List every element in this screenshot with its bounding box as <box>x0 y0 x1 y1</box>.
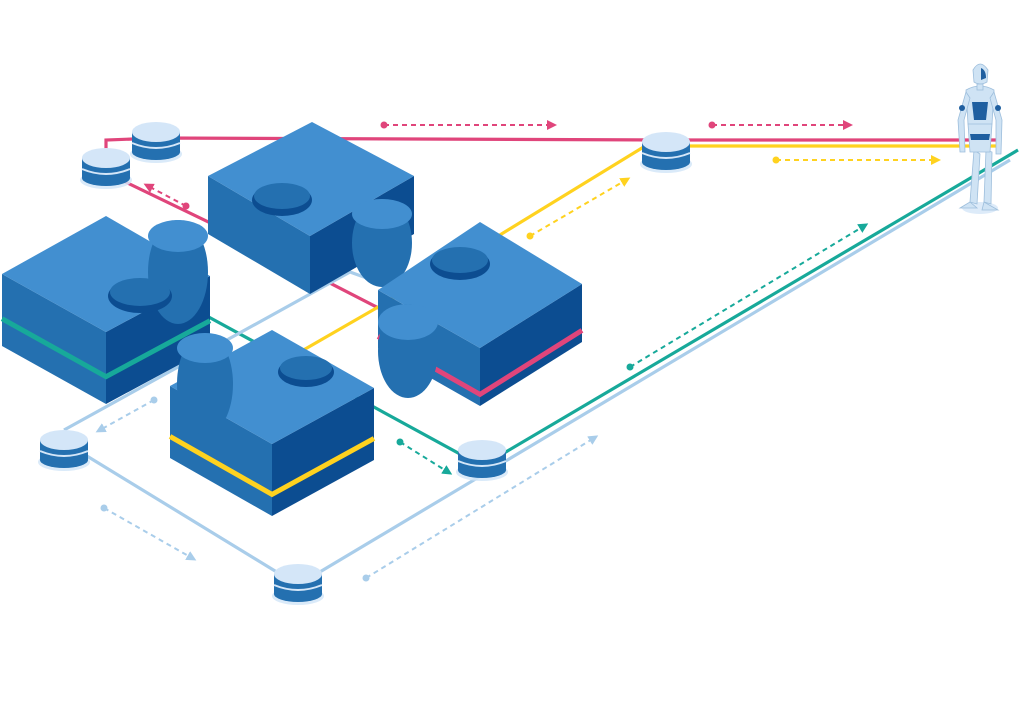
puzzle-pieces <box>0 122 584 516</box>
light-arrow-origin-dot <box>150 396 158 404</box>
yellow-arrow-origin-dot <box>526 232 534 240</box>
puzzle-piece-icon <box>0 216 212 404</box>
teal-direction-arrow-icon <box>629 223 869 368</box>
database-node-icon <box>80 148 132 189</box>
direction-arrows <box>95 120 941 582</box>
data-nodes <box>38 122 692 605</box>
teal-direction-arrow-icon <box>399 441 453 475</box>
pink-connection-line <box>104 136 1000 160</box>
database-node-icon <box>640 132 692 173</box>
light-direction-arrow-icon <box>103 507 197 561</box>
light-arrow-origin-dot <box>362 574 370 582</box>
database-node-icon <box>456 440 508 481</box>
light-direction-arrow-icon <box>95 399 155 433</box>
pink-direction-arrow-icon <box>143 183 187 207</box>
light-arrow-origin-dot <box>100 504 108 512</box>
puzzle-piece-icon <box>208 122 414 294</box>
database-node-icon <box>272 564 324 605</box>
database-node-icon <box>38 430 90 471</box>
puzzle-piece-icon <box>168 330 376 516</box>
yellow-direction-arrow-icon <box>529 177 631 237</box>
puzzle-piece-icon <box>376 222 584 406</box>
pink-arrow-origin-dot <box>182 202 190 210</box>
pink-arrow-origin-dot <box>380 121 388 129</box>
database-node-icon <box>130 122 182 163</box>
yellow-arrow-origin-dot <box>772 156 780 164</box>
robot-figure-icon <box>957 63 1003 214</box>
teal-arrow-origin-dot <box>396 438 404 446</box>
teal-arrow-origin-dot <box>626 363 634 371</box>
pink-arrow-origin-dot <box>708 121 716 129</box>
